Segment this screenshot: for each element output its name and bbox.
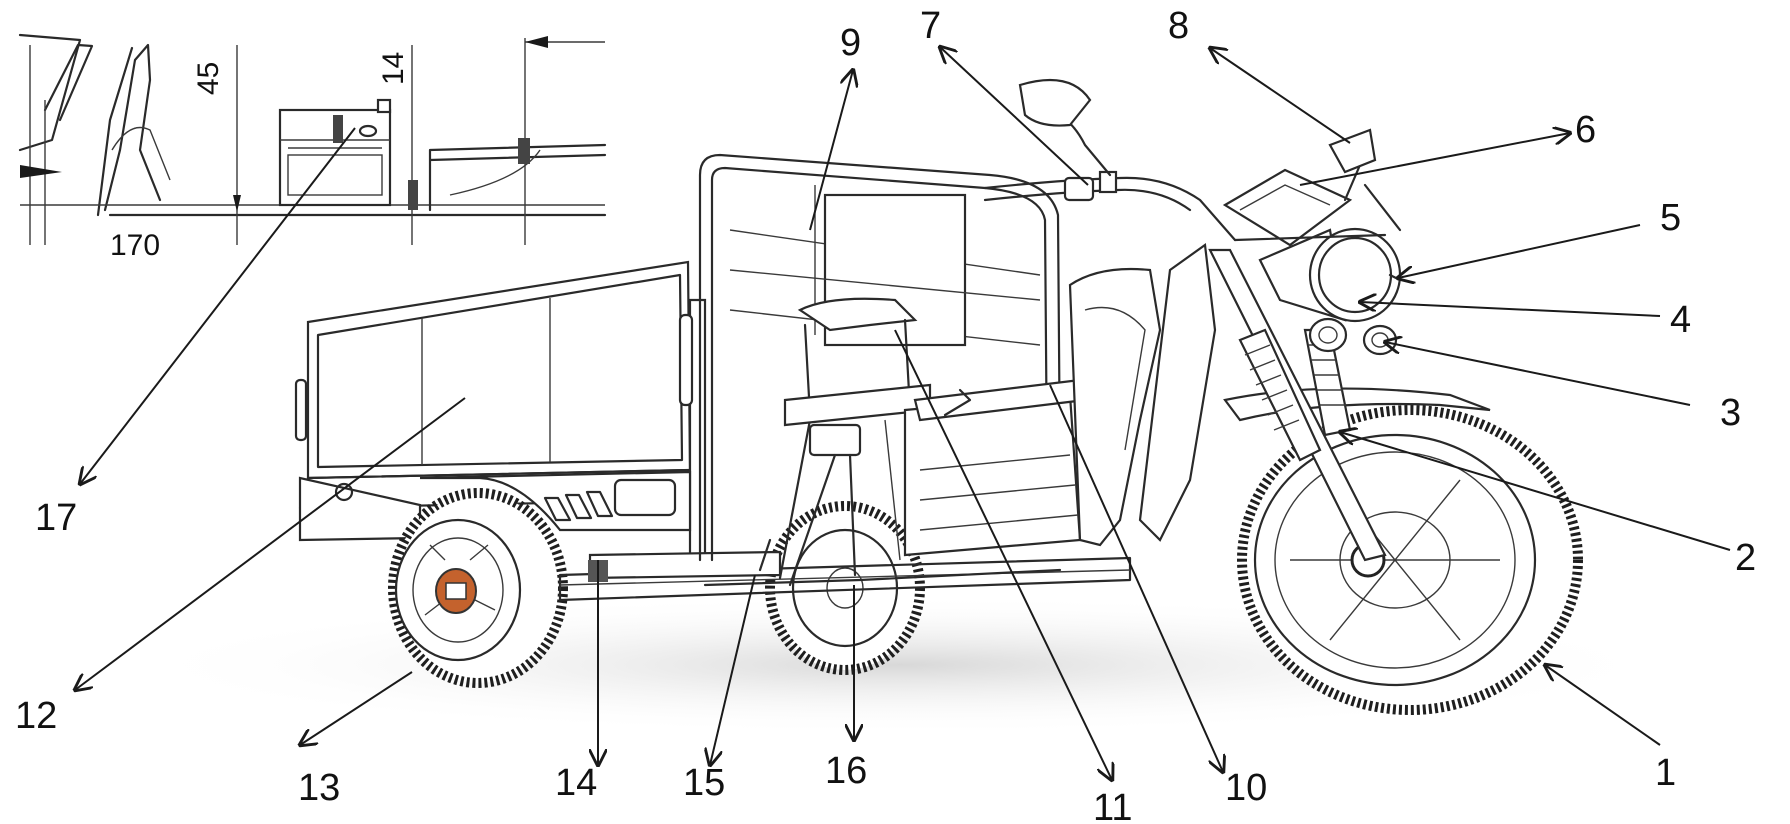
callout-2: 2 [1735, 537, 1756, 579]
callout-14: 14 [555, 762, 597, 804]
callout-13: 13 [298, 767, 340, 809]
chassis [558, 418, 1132, 602]
callout-11: 11 [1093, 787, 1132, 824]
front-fairing [1068, 243, 1217, 547]
callout-9: 9 [840, 22, 861, 64]
front-fork [1208, 248, 1387, 562]
callout-6: 6 [1575, 109, 1596, 151]
mirrors [1018, 78, 1402, 232]
body-box [903, 378, 1087, 557]
callout-12: 12 [15, 695, 57, 737]
callout-1: 1 [1655, 752, 1676, 794]
cargo-box [294, 260, 707, 562]
callout-7: 7 [920, 5, 941, 47]
turn-signal-lights [1308, 317, 1398, 356]
rear-left-wheel [388, 488, 568, 688]
callout-5: 5 [1660, 197, 1681, 239]
inset-detail: 45 14 170 [18, 33, 607, 262]
callout-4: 4 [1670, 299, 1691, 341]
callout-8: 8 [1168, 5, 1189, 47]
instrument-cluster [1222, 168, 1353, 247]
callout-15: 15 [683, 762, 725, 804]
handlebar [983, 170, 1387, 242]
seat [783, 297, 932, 587]
leader-lines [75, 47, 1731, 780]
callout-16: 16 [825, 750, 867, 792]
dim-label-45: 45 [192, 62, 225, 95]
front-wheel [1237, 405, 1583, 715]
callout-labels: 1 2 3 4 5 6 7 8 9 10 11 12 13 14 15 16 1… [15, 5, 1756, 824]
dim-label-170: 170 [110, 229, 160, 262]
callout-3: 3 [1720, 392, 1741, 434]
dim-label-14: 14 [377, 52, 410, 85]
callout-17: 17 [35, 497, 77, 539]
headlamp [1258, 227, 1402, 323]
callout-10: 10 [1225, 767, 1267, 809]
